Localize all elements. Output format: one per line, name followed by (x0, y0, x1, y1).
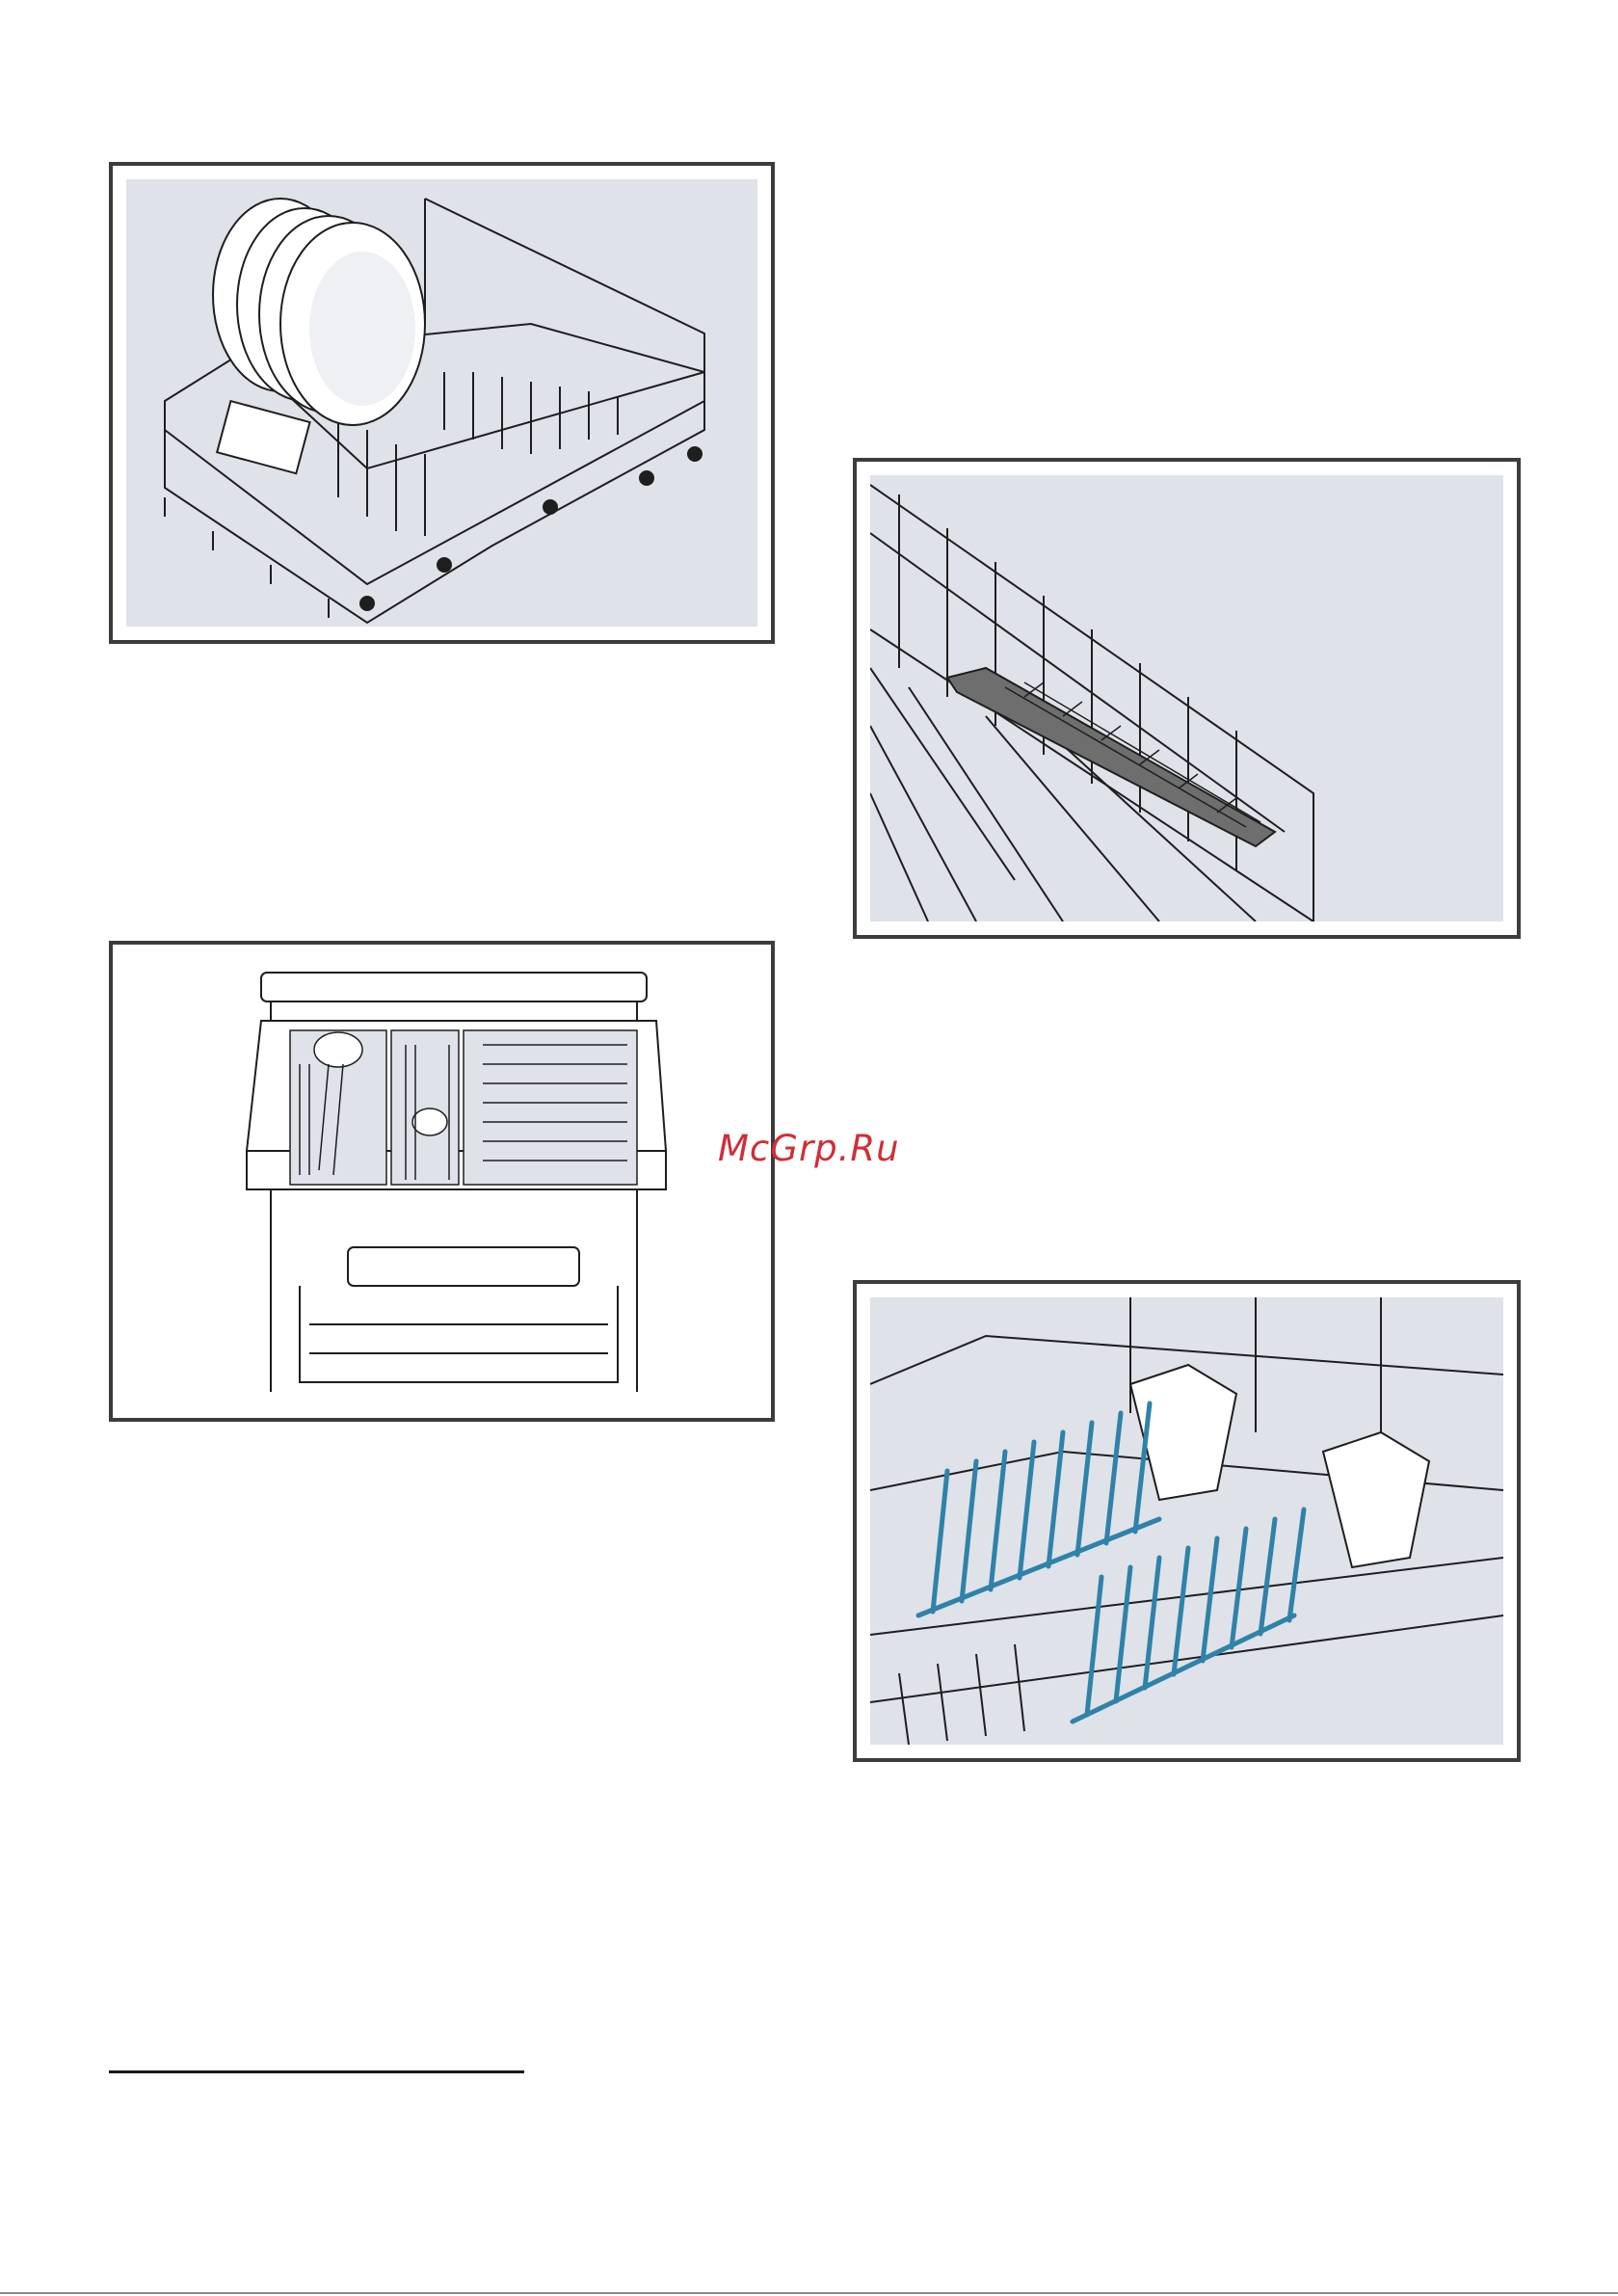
page-bottom-divider (0, 2292, 1618, 2294)
watermark-text: McGrp.Ru (718, 1128, 900, 1169)
cutlery-drawer-icon (126, 958, 757, 1404)
folding-prongs-icon (870, 1297, 1503, 1745)
rack-shelf-icon (870, 475, 1503, 921)
upper-rack-figure (109, 162, 775, 644)
folding-prongs-figure (853, 1280, 1521, 1762)
footnote-divider (109, 2070, 524, 2073)
folding-shelf-figure (853, 458, 1521, 939)
cutlery-drawer-figure (109, 941, 775, 1422)
dish-rack-with-plates-icon (126, 179, 757, 627)
